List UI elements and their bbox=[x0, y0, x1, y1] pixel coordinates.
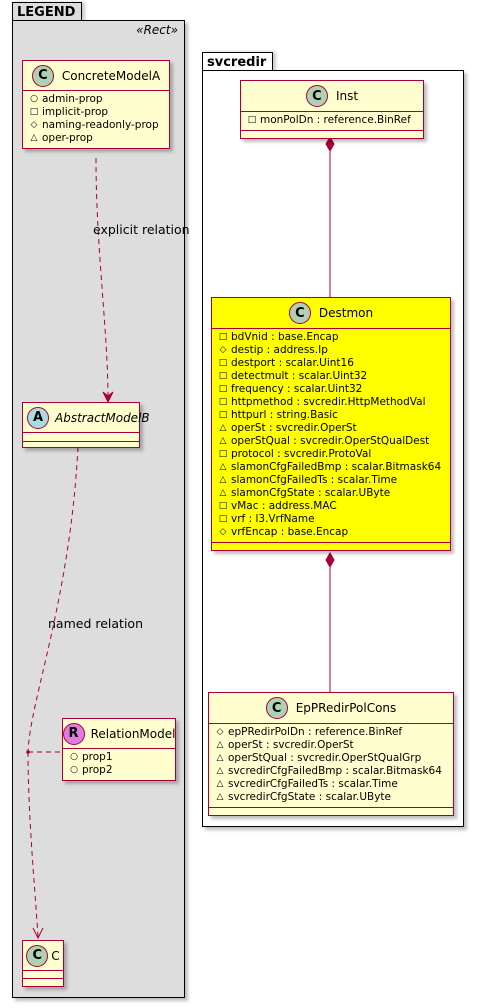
class-name: C bbox=[51, 948, 60, 963]
attribute-row: ○prop1 bbox=[70, 751, 113, 763]
class-name: EpPRedirPolCons bbox=[295, 701, 397, 715]
visibility-icon: □ bbox=[218, 371, 228, 381]
visibility-icon: △ bbox=[219, 475, 227, 485]
attribute-row: □frequency : scalar.Uint32 bbox=[218, 383, 363, 395]
visibility-icon: △ bbox=[219, 462, 227, 472]
inst-class[interactable]: C Inst □monPolDn : reference.BinRef bbox=[240, 80, 424, 139]
visibility-icon: △ bbox=[219, 423, 227, 433]
attribute-list: ◇epPRedirPolDn : reference.BinRef △operS… bbox=[209, 724, 453, 807]
named-relation-label: named relation bbox=[48, 616, 143, 631]
attribute-row: ○admin-prop bbox=[30, 93, 103, 105]
visibility-icon: □ bbox=[218, 358, 228, 368]
attribute-row: □monPolDn : reference.BinRef bbox=[247, 114, 411, 126]
visibility-icon: □ bbox=[247, 115, 257, 125]
visibility-icon: ○ bbox=[70, 765, 78, 775]
attribute-list: □bdVnid : base.Encap ◇destip : address.I… bbox=[212, 329, 450, 542]
legend-package-tab: LEGEND bbox=[12, 2, 83, 21]
visibility-icon: ◇ bbox=[219, 527, 227, 537]
visibility-icon: □ bbox=[29, 107, 39, 117]
attribute-row: ◇naming-readonly-prop bbox=[30, 119, 159, 131]
attribute-row: □vMac : address.MAC bbox=[218, 500, 337, 512]
explicit-relation-line bbox=[95, 157, 109, 401]
visibility-icon: □ bbox=[218, 397, 228, 407]
relation-class-icon: R bbox=[62, 722, 85, 745]
class-icon: C bbox=[265, 697, 288, 719]
eppredirpolcons-class[interactable]: C EpPRedirPolCons ◇epPRedirPolDn : refer… bbox=[208, 692, 454, 816]
explicit-relation-label: explicit relation bbox=[93, 222, 190, 237]
attribute-row: △svcredirCfgFailedTs : scalar.Time bbox=[216, 778, 398, 790]
attribute-row: ○prop2 bbox=[70, 764, 113, 776]
class-name: AbstractModelB bbox=[55, 410, 150, 425]
visibility-icon: △ bbox=[216, 779, 224, 789]
visibility-icon: ◇ bbox=[30, 120, 38, 130]
class-icon: C bbox=[288, 302, 311, 324]
abstract-model-class[interactable]: A AbstractModelB bbox=[22, 402, 150, 448]
class-name: Inst bbox=[335, 89, 359, 103]
c-class[interactable]: C C bbox=[22, 940, 64, 987]
visibility-icon: ○ bbox=[30, 94, 38, 104]
visibility-icon: ○ bbox=[70, 752, 78, 762]
attribute-row: □bdVnid : base.Encap bbox=[218, 331, 339, 343]
attribute-row: △svcredirCfgFailedBmp : scalar.Bitmask64 bbox=[216, 765, 442, 777]
attribute-row: □detectmult : scalar.Uint32 bbox=[218, 370, 368, 382]
attribute-row: □implicit-prop bbox=[29, 106, 109, 118]
attribute-row: △svcredirCfgState : scalar.UByte bbox=[216, 791, 392, 803]
svcredir-package-tab: svcredir bbox=[202, 52, 274, 71]
explicit-relation-arrowhead bbox=[102, 391, 114, 404]
class-icon: C bbox=[305, 85, 328, 107]
destmon-class[interactable]: C Destmon □bdVnid : base.Encap ◇destip :… bbox=[211, 297, 451, 551]
named-relation-line-lower bbox=[27, 751, 39, 938]
attribute-row: ◇vrfEncap : base.Encap bbox=[219, 526, 349, 538]
visibility-icon: □ bbox=[218, 449, 228, 459]
attribute-row: △operStQual : svcredir.OperStQualDest bbox=[219, 435, 430, 447]
visibility-icon: △ bbox=[216, 740, 224, 750]
visibility-icon: △ bbox=[219, 436, 227, 446]
visibility-icon: □ bbox=[218, 410, 228, 420]
attribute-row: △operSt : svcredir.OperSt bbox=[219, 422, 357, 434]
class-name: Destmon bbox=[318, 306, 374, 320]
attribute-row: △slamonCfgState : scalar.UByte bbox=[219, 487, 391, 499]
attribute-row: △slamonCfgFailedTs : scalar.Time bbox=[219, 474, 398, 486]
attribute-row: △operStQual : svcredir.OperStQualGrp bbox=[216, 752, 422, 764]
attribute-list: ○prop1 ○prop2 bbox=[63, 749, 175, 780]
attribute-list: ○admin-prop □implicit-prop ◇naming-reado… bbox=[23, 91, 169, 148]
attribute-row: □httpurl : string.Basic bbox=[218, 409, 338, 421]
inst-composition-diamond bbox=[325, 135, 335, 153]
attribute-row: △slamonCfgFailedBmp : scalar.Bitmask64 bbox=[219, 461, 442, 473]
attribute-row: △oper-prop bbox=[30, 132, 93, 144]
visibility-icon: ◇ bbox=[216, 727, 224, 737]
attribute-row: ◇epPRedirPolDn : reference.BinRef bbox=[216, 726, 403, 738]
class-icon: C bbox=[26, 944, 49, 967]
visibility-icon: △ bbox=[30, 133, 38, 143]
class-icon: C bbox=[31, 64, 54, 87]
class-name: ConcreteModelA bbox=[61, 68, 161, 83]
visibility-icon: △ bbox=[216, 766, 224, 776]
visibility-icon: △ bbox=[219, 488, 227, 498]
attribute-row: □httpmethod : svcredir.HttpMethodVal bbox=[218, 396, 426, 408]
legend-stereotype: «Rect» bbox=[136, 23, 178, 37]
abstract-class-icon: A bbox=[27, 406, 49, 429]
visibility-icon: ◇ bbox=[219, 345, 227, 355]
class-name: RelationModel bbox=[90, 726, 176, 741]
destmon-composition-diamond bbox=[325, 551, 335, 569]
attribute-row: □destport : scalar.Uint16 bbox=[218, 357, 354, 369]
visibility-icon: □ bbox=[218, 514, 228, 524]
attribute-row: △operSt : svcredir.OperSt bbox=[216, 739, 354, 751]
visibility-icon: △ bbox=[216, 792, 224, 802]
legend-package: «Rect» bbox=[12, 20, 185, 998]
concrete-model-class[interactable]: C ConcreteModelA ○admin-prop □implicit-p… bbox=[22, 60, 170, 149]
attribute-row: ◇destip : address.Ip bbox=[219, 344, 328, 356]
visibility-icon: △ bbox=[216, 753, 224, 763]
visibility-icon: □ bbox=[218, 384, 228, 394]
named-relation-line bbox=[27, 446, 79, 753]
visibility-icon: □ bbox=[218, 332, 228, 342]
visibility-icon: □ bbox=[218, 501, 228, 511]
relation-model-class[interactable]: R RelationModel ○prop1 ○prop2 bbox=[62, 718, 176, 781]
attribute-list: □monPolDn : reference.BinRef bbox=[241, 112, 423, 130]
attribute-row: □vrf : l3.VrfName bbox=[218, 513, 315, 525]
attribute-row: □protocol : svcredir.ProtoVal bbox=[218, 448, 372, 460]
named-relation-arrowhead bbox=[32, 927, 44, 940]
